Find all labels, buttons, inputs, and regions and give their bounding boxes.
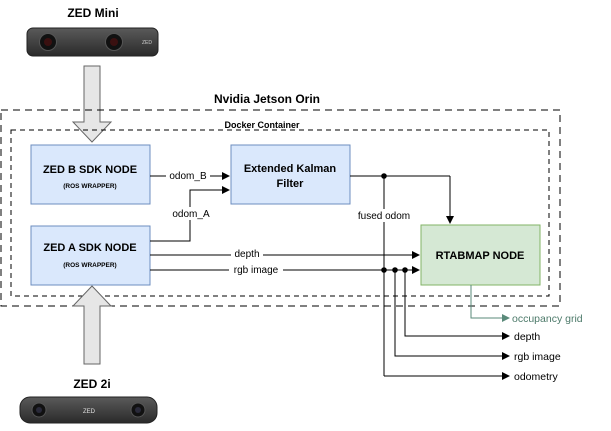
output-branches (384, 270, 510, 380)
rgb-image-output-label: rgb image (514, 351, 561, 363)
odom-a-label: odom_A (172, 209, 210, 220)
fused-odom-edge: fused odom (350, 173, 454, 376)
depth-output-line (404, 270, 510, 340)
zed-b-title: ZED B SDK NODE (43, 164, 137, 176)
odometry-output-label: odometry (514, 371, 559, 383)
zed-mini-body (26, 27, 159, 57)
zed-mini-brand: ZED (142, 40, 152, 46)
zed-2i-body (19, 396, 158, 424)
rtabmap-title: RTABMAP NODE (436, 250, 525, 262)
zed-a-node: ZED A SDK NODE (ROS WRAPPER) (30, 225, 151, 286)
zed-mini-connection-arrow (71, 65, 113, 143)
zed-2i-connection-arrow (71, 285, 113, 365)
rgb-image-label: rgb image (234, 265, 279, 276)
fused-odom-label: fused odom (358, 211, 410, 222)
ekf-title-line1: Extended Kalman (244, 163, 337, 175)
occupancy-grid-output-label: occupancy grid (512, 313, 583, 325)
docker-label: Docker Container (224, 120, 300, 130)
rtabmap-node: RTABMAP NODE (420, 224, 541, 286)
odom-b-label: odom_B (169, 171, 207, 182)
ekf-title-line2: Filter (277, 178, 305, 190)
odom-b-edge: odom_B (150, 168, 230, 182)
zed-mini-camera: ZED Mini ZED (26, 6, 159, 57)
depth-edge: depth (150, 247, 420, 260)
jetson-label: Nvidia Jetson Orin (214, 92, 320, 106)
zed-a-subtitle: (ROS WRAPPER) (63, 262, 116, 269)
occupancy-grid-output-line (470, 285, 510, 322)
zed-b-subtitle: (ROS WRAPPER) (63, 183, 116, 190)
zed-2i-label: ZED 2i (73, 377, 110, 391)
rgb-image-output-line (394, 270, 510, 360)
zed-a-title: ZED A SDK NODE (43, 242, 136, 254)
rgb-image-edge: rgb image (150, 263, 420, 276)
jetson-boundary (0, 109, 561, 307)
zed-mini-label: ZED Mini (67, 6, 118, 20)
depth-label: depth (234, 249, 259, 260)
zed-b-node: ZED B SDK NODE (ROS WRAPPER) (30, 144, 151, 205)
zed-2i-camera: ZED 2i ZED (19, 377, 158, 424)
docker-boundary (10, 129, 550, 297)
odom-a-edge: odom_A (150, 186, 230, 242)
ekf-node: Extended Kalman Filter (230, 144, 351, 205)
zed-2i-brand: ZED (83, 409, 96, 415)
depth-output-label: depth (514, 331, 540, 343)
